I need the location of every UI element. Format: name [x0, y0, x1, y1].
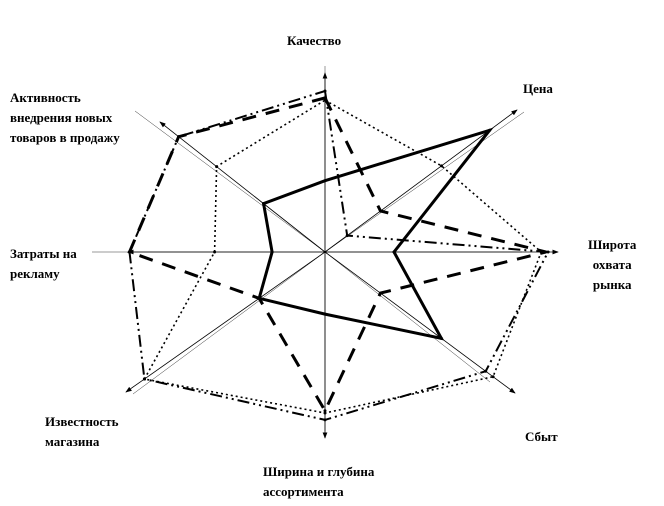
axis-extension-1 — [132, 251, 326, 395]
data-point-series-2-long-dash-1 — [378, 209, 382, 213]
axis-label-sales: Сбыт — [525, 429, 558, 444]
data-point-series-3-dash-dot-0 — [323, 89, 327, 93]
series-line-series-2-long-dash — [127, 96, 547, 414]
axis-extension-7 — [324, 251, 491, 383]
data-point-series-3-dash-dot-6 — [128, 250, 131, 254]
data-point-series-4-dotted-4 — [323, 411, 327, 415]
data-point-series-2-long-dash-5 — [257, 296, 261, 300]
axis-label-price: Цена — [523, 81, 553, 96]
data-point-series-1-solid-0 — [323, 179, 327, 183]
data-point-series-1-solid-7 — [262, 202, 266, 206]
data-point-series-1-solid-6 — [270, 250, 274, 254]
data-point-series-4-dotted-7 — [215, 165, 219, 169]
data-point-series-3-dash-dot-3 — [484, 369, 488, 373]
data-point-series-4-dotted-6 — [213, 250, 217, 254]
data-point-series-1-solid-2 — [392, 250, 396, 254]
axis-line-7 — [159, 121, 326, 253]
data-point-series-4-dotted-1 — [439, 164, 443, 168]
data-point-series-1-solid-3 — [439, 336, 443, 340]
axis-extension-5 — [324, 111, 525, 253]
data-point-series-1-solid-1 — [488, 128, 492, 132]
axis-extension-3 — [134, 110, 326, 253]
axis-line-5 — [125, 251, 326, 393]
data-point-series-1-solid-4 — [323, 312, 327, 316]
data-point-series-2-long-dash-3 — [378, 291, 382, 295]
axis-label-quality: Качество — [287, 33, 342, 48]
data-point-series-3-dash-dot-1 — [345, 234, 349, 238]
data-point-series-3-dash-dot-7 — [177, 135, 181, 139]
data-point-series-4-dotted-3 — [491, 375, 495, 379]
series-line-series-4-dotted — [143, 99, 543, 414]
data-point-series-3-dash-dot-4 — [323, 418, 327, 422]
axis-line-1 — [324, 109, 518, 253]
data-point-series-4-dotted-5 — [142, 377, 146, 381]
data-point-series-4-dotted-2 — [539, 250, 543, 254]
axis-line-3 — [324, 251, 516, 394]
data-point-series-3-dash-dot-2 — [546, 250, 550, 254]
data-point-series-4-dotted-0 — [323, 98, 327, 102]
data-point-series-2-long-dash-4 — [323, 409, 327, 413]
